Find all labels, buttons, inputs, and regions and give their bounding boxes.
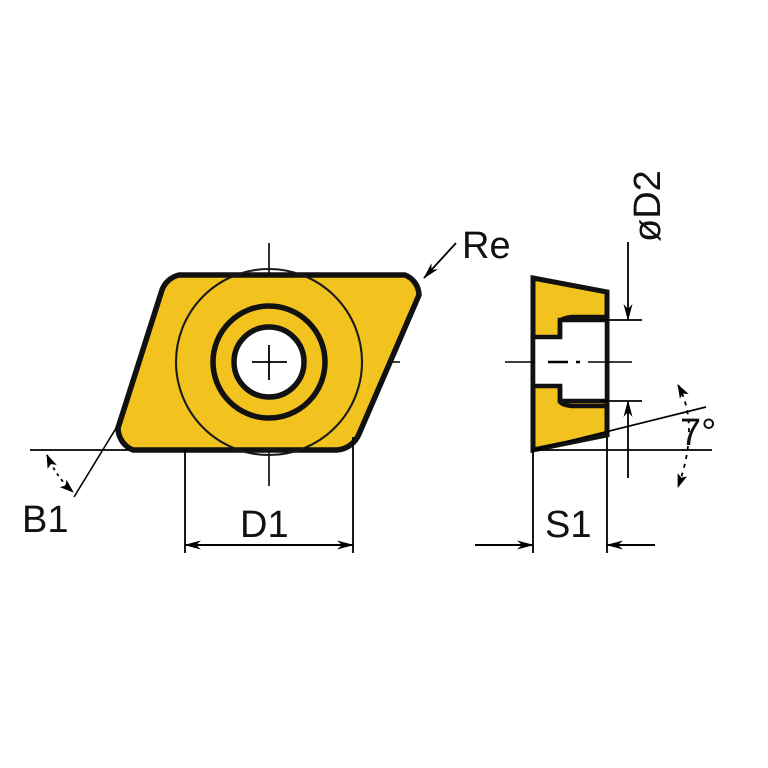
countersink-chamfer-top — [557, 314, 607, 337]
seven-degree-angle-arc — [677, 384, 690, 488]
countersink-chamfer-bottom — [557, 386, 607, 409]
chipbreaker-circle — [174, 267, 364, 457]
label-d1: D1 — [240, 504, 289, 546]
label-seven-degrees: 7° — [680, 412, 716, 454]
top-view-group: Re B1 D1 — [22, 225, 511, 553]
label-d2: øD2 — [627, 170, 669, 242]
label-b1: B1 — [22, 499, 68, 541]
b1-angle-arc — [46, 454, 74, 493]
re-leader-line — [423, 242, 457, 279]
label-re: Re — [462, 225, 511, 267]
b1-edge-extension-line — [73, 424, 119, 498]
bore-counterbore-ring — [210, 303, 328, 421]
seven-degree-flank-extension — [532, 406, 707, 451]
label-s1: S1 — [545, 504, 591, 546]
side-view-group: øD2 7° S1 — [475, 170, 716, 553]
